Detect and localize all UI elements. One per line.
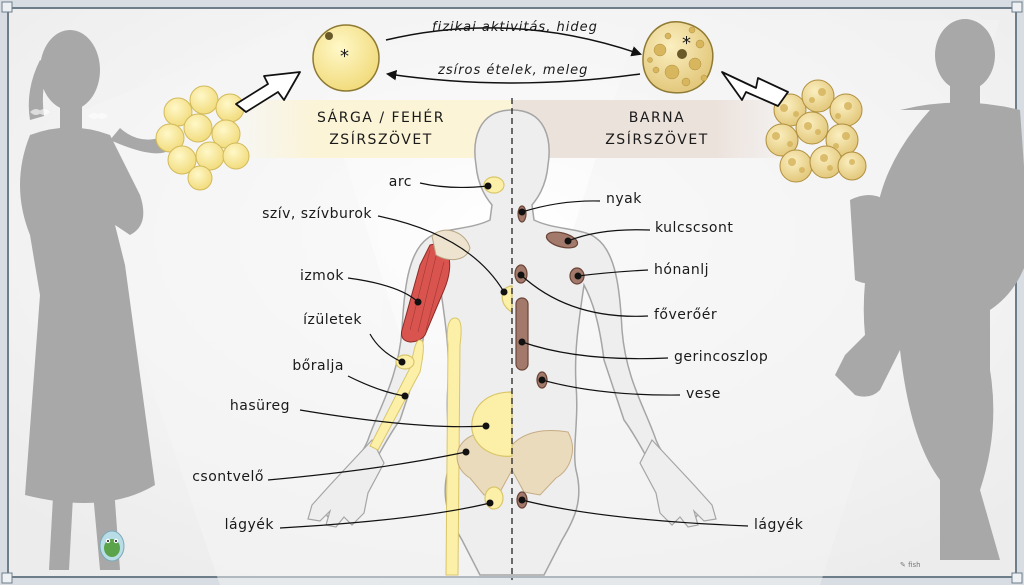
brown-fat-cell	[642, 21, 714, 94]
fat-abdomen	[471, 391, 513, 457]
arrow-bottom-label: zsíros ételek, meleg	[438, 63, 589, 78]
label-groin-right: lágyék	[754, 517, 804, 533]
watermark: ✎ fish	[900, 561, 921, 569]
brown-fat-title-line2: ZSÍRSZÖVET	[605, 132, 709, 148]
label-aorta: főverőér	[654, 307, 718, 323]
brown-fat-title: BARNA ZSÍRSZÖVET	[522, 107, 792, 151]
label-muscles: izmok	[299, 268, 344, 284]
arrow-brown-to-white	[385, 70, 641, 84]
label-armpit: hónanlj	[654, 262, 710, 278]
white-fat-band	[230, 100, 512, 158]
label-arc: arc	[388, 174, 412, 190]
woman-silhouette	[20, 30, 175, 570]
shoulder-joint	[431, 229, 471, 261]
frog-logo-icon	[99, 530, 125, 562]
label-abdomen: hasüreg	[229, 398, 290, 414]
fat-cell-cluster-icon	[155, 85, 250, 191]
arrow-cluster-to-white-cell	[235, 71, 301, 113]
arrow-top-label: fizikai aktivitás, hideg	[432, 20, 598, 35]
label-heart: szív, szívburok	[262, 206, 372, 222]
brown-fat-cluster-icon	[765, 79, 867, 183]
white-fat-title: SÁRGA / FEHÉR ZSÍRSZÖVET	[250, 107, 512, 151]
label-clavicle: kulcscsont	[655, 220, 734, 236]
white-cell-nucleus	[325, 32, 333, 40]
label-neck: nyak	[606, 191, 642, 207]
label-bone-marrow: csontvelő	[192, 469, 264, 485]
label-spine: gerincoszlop	[674, 349, 769, 365]
brown-cell-marker: *	[682, 33, 692, 54]
white-fat-cell	[312, 24, 380, 92]
subcutaneous-strip	[369, 339, 424, 451]
arrow-white-to-brown	[385, 27, 642, 57]
white-fat-title-line2: ZSÍRSZÖVET	[329, 132, 433, 148]
label-joints: ízületek	[303, 312, 362, 328]
white-cell-marker: *	[340, 46, 350, 67]
label-subcutaneous: bőralja	[292, 358, 344, 374]
label-kidney: vese	[686, 386, 721, 402]
brown-fat-band	[512, 100, 802, 158]
arrow-cluster-to-brown-cell	[721, 71, 789, 107]
white-fat-title-line1: SÁRGA / FEHÉR	[317, 110, 445, 126]
brown-fat-title-line1: BARNA	[628, 110, 686, 126]
label-groin-left: lágyék	[224, 517, 274, 533]
man-silhouette	[835, 19, 1024, 560]
fat-groin-left	[484, 486, 504, 510]
brown-spine	[515, 297, 529, 371]
